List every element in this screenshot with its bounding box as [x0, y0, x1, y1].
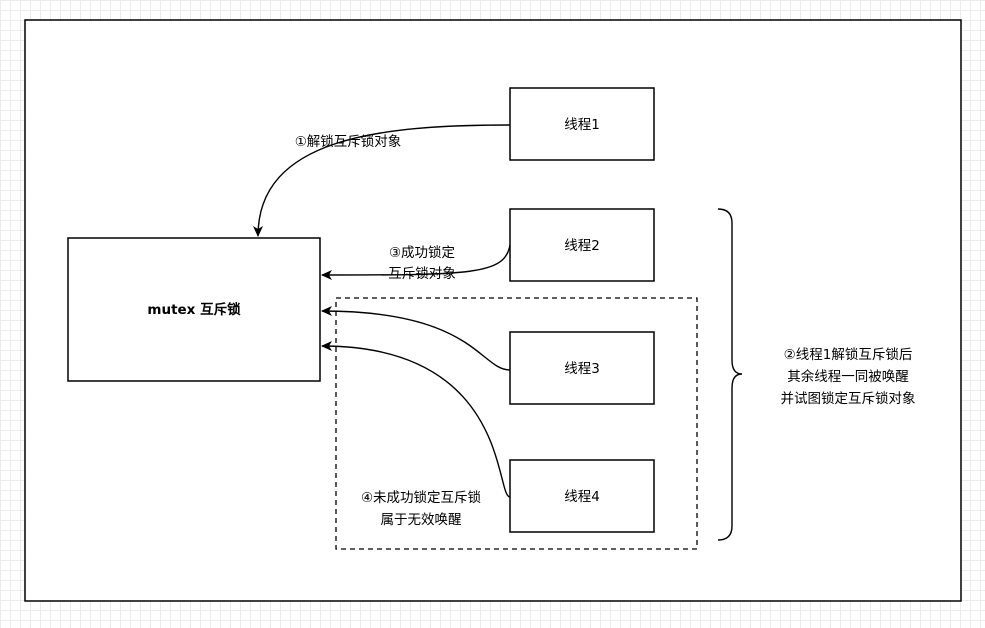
thread-node-2: 线程2 — [509, 208, 655, 282]
thread-node-3: 线程3 — [509, 331, 655, 405]
step3-label-line2: 互斥锁对象 — [388, 266, 456, 282]
step4-label-line1: ④未成功锁定互斥锁 — [361, 490, 481, 506]
thread-label-4: 线程4 — [564, 489, 600, 505]
invalid-wakeup-group — [335, 297, 698, 550]
mutex-label: mutex 互斥锁 — [147, 301, 241, 318]
arrow-thread1-to-mutex — [253, 124, 511, 237]
step2-label-line1: ②线程1解锁互斥锁后 — [784, 347, 913, 363]
arrow-thread2-to-mutex — [321, 244, 511, 280]
arrow-thread4-to-mutex — [321, 341, 511, 498]
step3-label-line1: ③成功锁定 — [389, 245, 455, 261]
thread-node-1: 线程1 — [509, 87, 655, 161]
step2-label-line3: 并试图锁定互斥锁对象 — [781, 391, 916, 407]
right-brace — [717, 208, 743, 541]
thread-label-1: 线程1 — [564, 117, 600, 133]
mutex-node: mutex 互斥锁 — [67, 237, 321, 382]
thread-label-2: 线程2 — [564, 238, 600, 254]
thread-node-4: 线程4 — [509, 459, 655, 533]
step4-label-line2: 属于无效唤醒 — [381, 512, 462, 528]
step2-label-line2: 其余线程一同被唤醒 — [787, 368, 909, 385]
step1-label: ①解锁互斥锁对象 — [295, 134, 402, 150]
thread-label-3: 线程3 — [564, 361, 600, 377]
arrow-thread3-to-mutex — [321, 306, 511, 371]
